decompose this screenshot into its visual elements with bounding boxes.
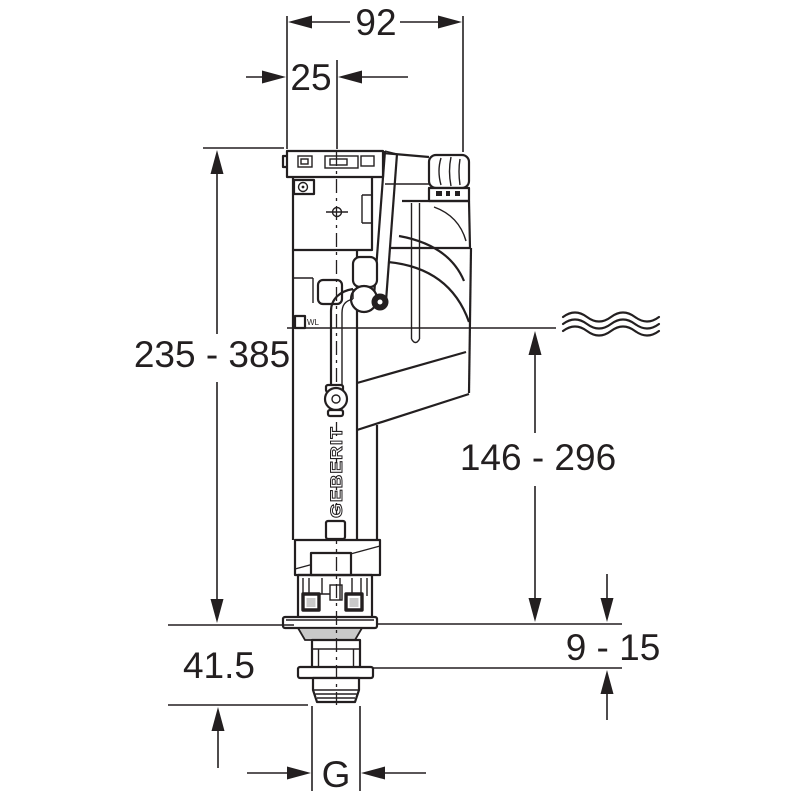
centerline <box>326 152 348 705</box>
dim-text-inlet-offset: 25 <box>290 57 331 98</box>
dim-text-shank-length: 41.5 <box>183 645 255 686</box>
dim-thread: G <box>247 754 426 795</box>
brand-logo-square <box>324 519 347 541</box>
dim-overall-height: 235 - 385 <box>134 150 290 623</box>
dimension-annotations: 92 25 235 - 385 WL <box>134 2 660 795</box>
dim-shank-length: 41.5 <box>183 645 255 768</box>
dim-text-overall-width: 92 <box>355 2 396 43</box>
dim-inlet-offset: 25 <box>246 57 408 98</box>
brand-label: GEBERIT <box>327 426 346 518</box>
water-level-label: WL <box>307 318 320 327</box>
valve-body-drawing <box>281 149 473 704</box>
dim-wall-thickness: 9 - 15 <box>566 574 661 720</box>
water-waves-icon <box>561 311 661 337</box>
extension-lines <box>168 16 622 791</box>
ball-joint <box>323 383 349 418</box>
dim-overall-width: 92 <box>288 2 462 43</box>
dim-water-height: 146 - 296 <box>460 331 616 622</box>
water-level: WL <box>287 311 661 337</box>
dim-text-water-height: 146 - 296 <box>460 437 616 478</box>
dim-text-wall-thickness: 9 - 15 <box>566 627 661 668</box>
dim-text-thread: G <box>322 754 351 795</box>
dim-text-overall-height: 235 - 385 <box>134 334 290 375</box>
